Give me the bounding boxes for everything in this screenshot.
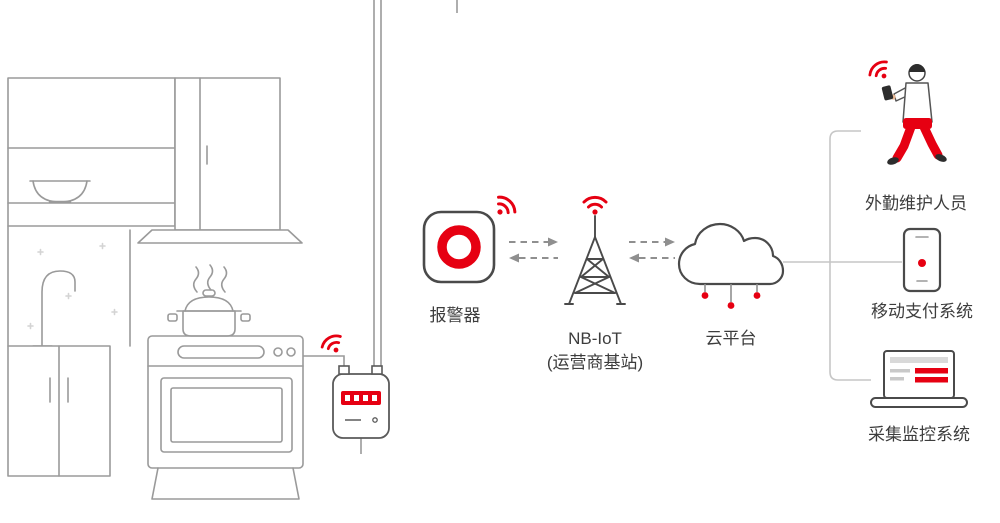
person-hair [909,64,925,72]
connector-lines [783,130,902,381]
payment-label: 移动支付系统 [871,302,973,321]
cloud-platform [677,222,785,309]
arrow-right-icon [548,237,558,247]
tall-cabinet [174,77,281,231]
link-alarm-tower [509,237,558,263]
kitchen-scene [7,77,304,500]
nbiot-sublabel: (运营商基站) [547,353,643,372]
cloud-label: 云平台 [706,329,757,348]
person-shoe [887,157,899,165]
kitchen-wall [7,225,131,347]
bowl [29,180,91,204]
arrow-left-icon [629,253,639,263]
nbiot-tower [564,195,626,305]
labels: 报警器 NB-IoT (运营商基站) 云平台 外勤维护人员 移动支付系统 采集监… [430,194,974,444]
field-staff [868,60,947,165]
payment-indicator-dot [918,259,926,267]
field-staff-label: 外勤维护人员 [865,194,967,213]
meter-wifi-icon [320,334,342,353]
lower-cabinet [7,345,111,477]
arrow-left-icon [509,253,519,263]
screen-red-bar [915,368,948,374]
alarm-label: 报警器 [430,306,481,325]
alarm-ring [437,225,481,269]
cloud-icon [677,222,785,286]
meter-digits [345,395,377,401]
monitoring-label: 采集监控系统 [868,425,970,444]
alarm-device [422,195,517,284]
meter-body [332,373,390,439]
range-hood [137,229,303,244]
person-shoe [935,154,947,162]
link-tower-cloud [629,237,675,263]
stove [147,335,304,500]
person-leg [919,122,943,160]
cooking-pot [167,264,251,337]
faucet [32,270,76,347]
arrow-right-icon [665,237,675,247]
laptop-base [870,397,968,408]
tile-marks [27,242,118,330]
meter-pipe-left [338,365,350,375]
meter-pipe-right [371,365,383,375]
gas-pipe [303,0,458,454]
nbiot-label: NB-IoT [568,329,622,348]
screen-text-line [890,369,910,373]
person-torso [902,82,933,123]
screen-red-bar [915,377,948,383]
tower-wifi-icon [582,195,608,215]
screen-text-line [890,377,904,381]
cloud-connection-dots [701,284,761,309]
steam [192,264,228,293]
gas-meter [320,334,390,439]
upper-cabinet [7,77,176,227]
staff-wifi-icon [868,60,888,79]
alarm-wifi-icon [497,195,517,215]
mobile-payment-phone [902,227,942,293]
person-leg [892,122,916,163]
handheld-phone-icon [881,85,894,101]
monitoring-laptop [870,350,968,408]
meter-display [341,391,381,405]
screen-header-bar [890,357,948,363]
person-figure [881,64,947,165]
